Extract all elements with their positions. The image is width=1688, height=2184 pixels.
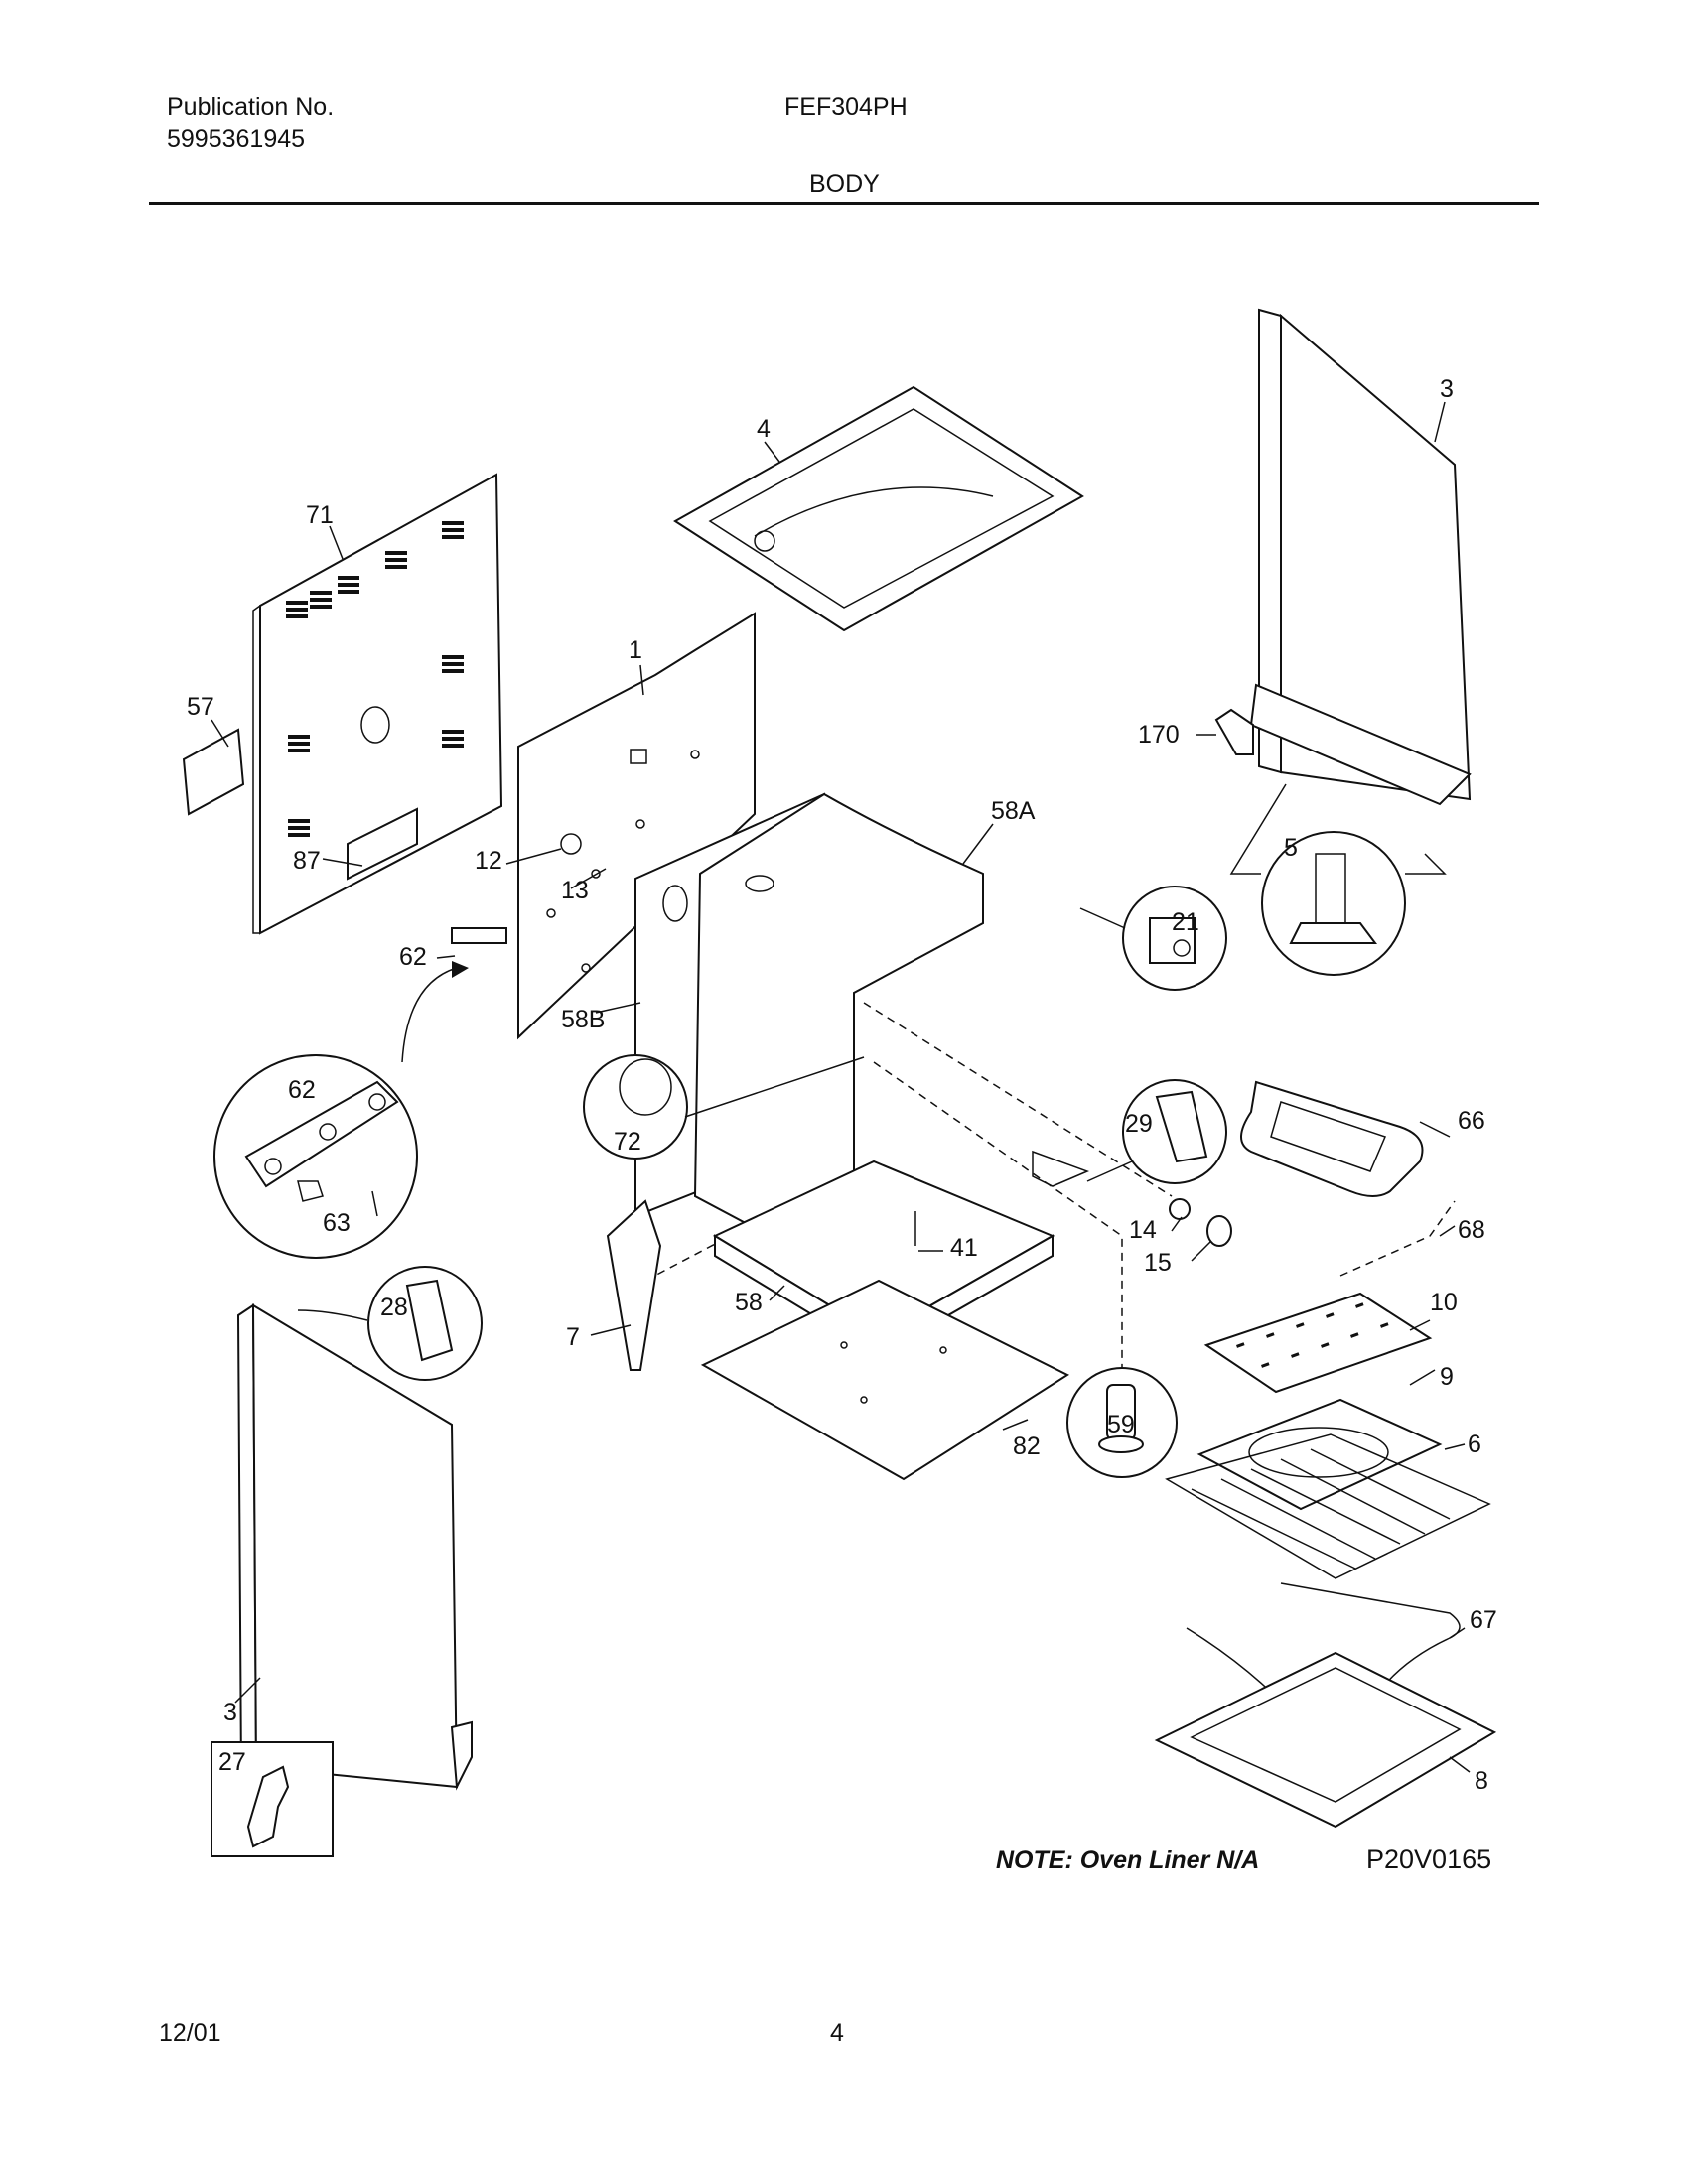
part-terminal-block [213, 927, 507, 1259]
label-15: 15 [1144, 1249, 1172, 1277]
part-hinge [606, 1199, 662, 1371]
guide-line-59 [873, 1061, 1123, 1430]
label-21: 21 [1172, 908, 1199, 936]
part-callout-28 [297, 1266, 483, 1381]
label-8: 8 [1475, 1767, 1488, 1795]
label-82: 82 [1013, 1433, 1041, 1460]
label-5: 5 [1284, 834, 1298, 862]
label-59: 59 [1107, 1411, 1135, 1438]
header-rule [149, 202, 1539, 205]
part-wire-68 [1339, 1200, 1456, 1277]
publication-label: Publication No. [167, 93, 335, 121]
label-28: 28 [380, 1294, 408, 1321]
label-58: 58 [735, 1289, 763, 1316]
label-62-top: 62 [399, 943, 427, 971]
part-leveling-leg [1229, 783, 1447, 976]
part-oven-bottom [1154, 1651, 1497, 1829]
label-1: 1 [629, 636, 642, 664]
label-62-callout: 62 [288, 1076, 316, 1104]
label-71: 71 [306, 501, 334, 529]
part-inset-27 [211, 1741, 334, 1857]
label-29: 29 [1125, 1110, 1153, 1138]
label-9: 9 [1440, 1363, 1454, 1391]
note-oven-liner: NOTE: Oven Liner N/A [996, 1846, 1259, 1874]
part-oven-rack [1165, 1433, 1491, 1579]
part-bottom-panel [700, 1279, 1070, 1481]
label-67: 67 [1470, 1606, 1497, 1634]
part-callout-21 [1079, 886, 1227, 991]
label-3-lower: 3 [223, 1699, 237, 1726]
label-57: 57 [187, 693, 214, 721]
drawing-code: P20V0165 [1366, 1844, 1491, 1874]
label-72: 72 [614, 1128, 641, 1156]
label-3-upper: 3 [1440, 375, 1454, 403]
part-side-panel-left [236, 1303, 473, 1791]
part-callout-29 [1032, 1079, 1227, 1187]
label-10: 10 [1430, 1289, 1458, 1316]
label-27: 27 [218, 1748, 246, 1776]
model-number: FEF304PH [784, 93, 908, 121]
label-14: 14 [1129, 1216, 1157, 1244]
part-clip-170 [1214, 708, 1254, 755]
publication-number: 5995361945 [167, 125, 306, 153]
section-title: BODY [809, 170, 880, 198]
label-7: 7 [566, 1323, 580, 1351]
label-12: 12 [475, 847, 502, 875]
part-lamp [1169, 1198, 1232, 1247]
part-callout-72 [583, 1054, 865, 1160]
label-58A: 58A [991, 797, 1036, 825]
label-13: 13 [561, 877, 589, 904]
guide-line-lamp [863, 1002, 1173, 1197]
label-6: 6 [1468, 1431, 1481, 1458]
part-side-panel-right [1249, 308, 1472, 806]
label-41: 41 [950, 1234, 978, 1262]
part-rear-panel [252, 473, 503, 935]
part-callout-59 [1066, 1367, 1178, 1478]
footer-date: 12/01 [159, 2019, 221, 2047]
page-number: 4 [830, 2019, 844, 2047]
label-87: 87 [293, 847, 321, 875]
part-top-panel [673, 385, 1084, 632]
label-4: 4 [757, 415, 771, 443]
label-170: 170 [1138, 721, 1180, 749]
part-labels: 71 57 87 1 12 13 62 4 58A 58B 72 3 170 5… [187, 375, 1497, 1795]
part-broil-element [1240, 1080, 1424, 1197]
label-58B: 58B [561, 1006, 605, 1033]
part-broiler-grid [1203, 1292, 1433, 1394]
leader-lines [211, 401, 1471, 1773]
part-bracket-57 [182, 728, 245, 816]
label-66: 66 [1458, 1107, 1485, 1135]
label-68: 68 [1458, 1216, 1485, 1244]
label-63: 63 [323, 1209, 351, 1237]
